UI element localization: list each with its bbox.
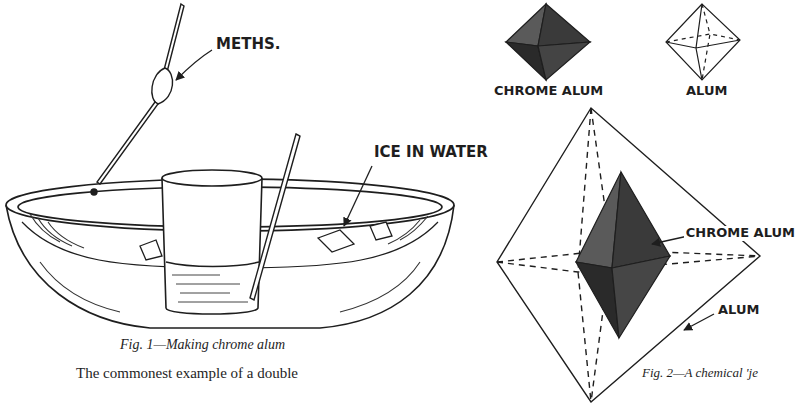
leader-line (176, 50, 372, 226)
stirring-rod (250, 134, 300, 300)
alum-crystal (497, 108, 760, 402)
pipette (91, 4, 184, 195)
figure-caption: Fig. 2—A chemical 'je (640, 366, 760, 381)
part-label: METHS. (214, 36, 282, 53)
alum-crystal (666, 4, 740, 80)
chrome-alum-crystal (506, 4, 590, 80)
part-label: ALUM (716, 303, 761, 318)
figure-caption: Fig. 1—Making chrome alum (118, 337, 287, 353)
part-label: ALUM (684, 84, 729, 99)
part-label: CHROME ALUM (684, 226, 797, 241)
chrome-alum-crystal (576, 172, 670, 338)
part-label: CHROME ALUM (492, 84, 605, 99)
leader-line (652, 236, 714, 330)
ice-cube (140, 222, 392, 260)
body-text: The commonest example of a double (74, 365, 300, 382)
beaker (162, 170, 262, 314)
bowl (6, 179, 454, 328)
part-label: ICE IN WATER (372, 144, 490, 161)
